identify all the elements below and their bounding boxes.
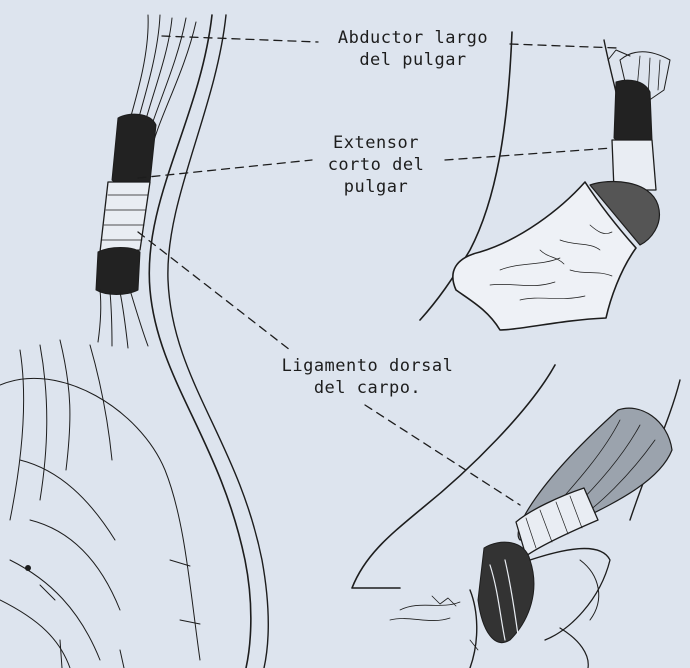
label-abductor-line1: Abductor largo [318,27,508,49]
left-forearm-figure [0,15,268,668]
forearm-outline-inner [168,15,268,668]
label-abductor-line2: del pulgar [318,49,508,71]
ligament-band-left [100,182,150,252]
label-ligamento-line1: Ligamento dorsal [255,355,480,377]
leader-extensor-left [138,160,312,178]
label-ligamento-line2: del carpo. [255,377,480,399]
label-extensor-line1: Extensor [312,132,440,154]
tendon-dark-lower [96,248,140,295]
leader-abductor-right [510,44,618,48]
leader-ligamento-lower [365,405,520,505]
lower-tendon-dark [478,542,534,642]
tendon-dark-upper [112,114,156,188]
label-extensor-corto: Extensor corto del pulgar [312,132,440,198]
lower-right-figure [352,365,680,668]
label-extensor-line3: pulgar [312,176,440,198]
label-abductor-largo: Abductor largo del pulgar [318,27,508,71]
lower-ligament-band [516,488,598,556]
hand-sketch-lines [0,340,200,668]
label-extensor-line2: corto del [312,154,440,176]
upper-right-bone-figure [420,32,670,330]
upper-tendon-dark [614,80,652,145]
leader-extensor-right [445,148,612,160]
label-ligamento-dorsal: Ligamento dorsal del carpo. [255,355,480,399]
leader-abductor-left [162,36,318,42]
leader-ligamento-upper [138,232,290,350]
small-dot [25,565,31,571]
